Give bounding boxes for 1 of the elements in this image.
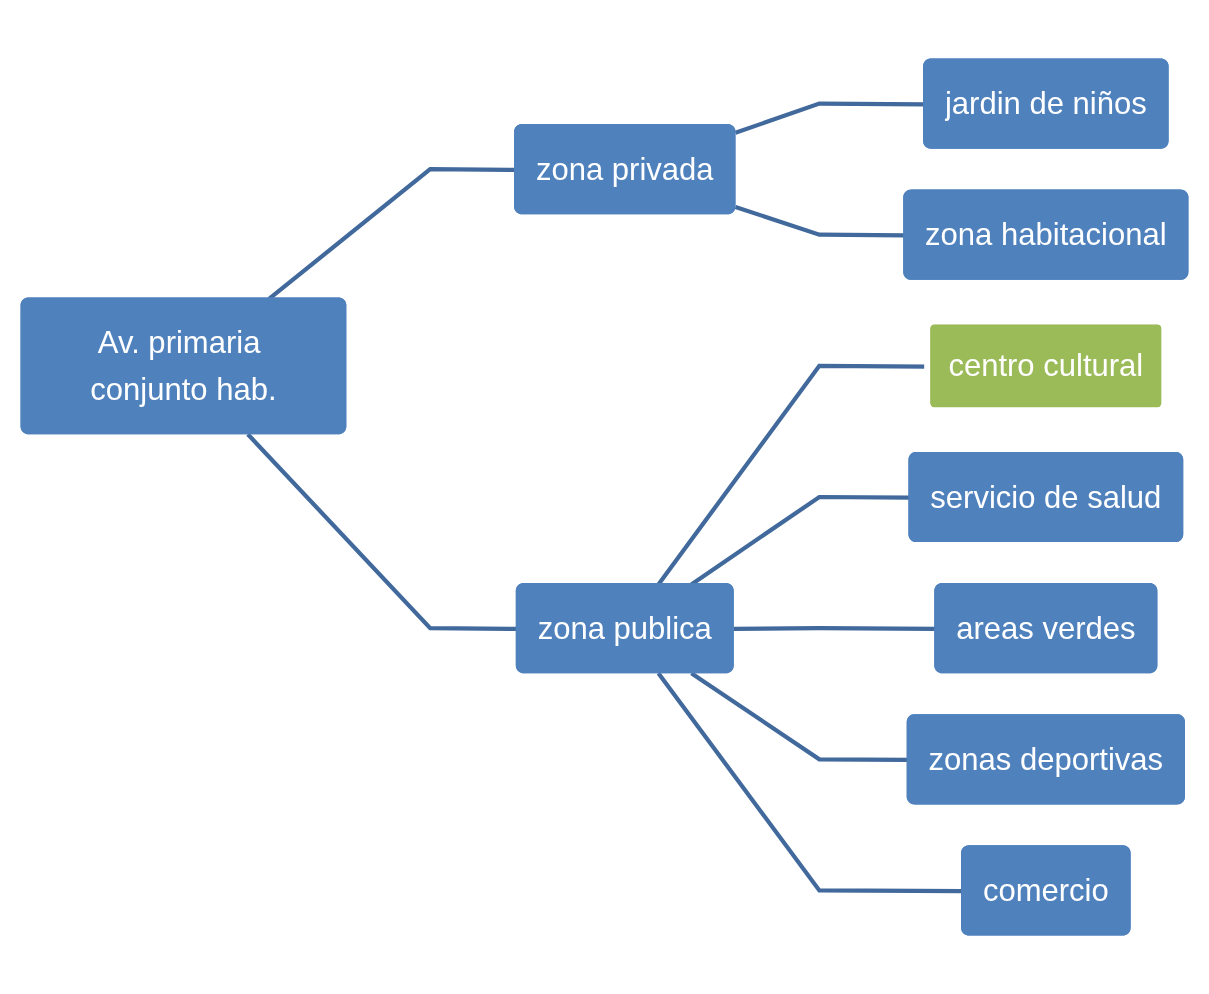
connector [733, 626, 936, 631]
